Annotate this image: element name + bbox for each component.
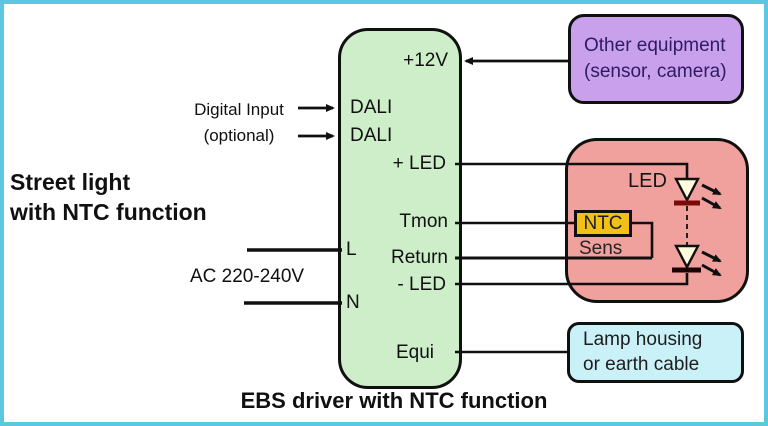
led2-diode-icon [674,244,700,270]
pin-plus12v: +12V [403,50,448,71]
sens-label: Sens [579,238,623,259]
pin-n: N [346,292,360,313]
led1-light-arrow-1 [701,183,722,196]
pin-equi: Equi [395,342,434,363]
minus-led-wire [455,273,689,286]
lamp-housing-line2: or earth cable [583,353,700,375]
pin-plus-led: + LED [392,153,446,174]
plus-led-wire [455,162,689,179]
led2-light-arrow-2 [701,263,722,277]
pin-tmon: Tmon [399,211,448,232]
pin-minus-led: - LED [397,274,446,295]
ebs-driver-box [338,28,462,389]
lamp-housing-line1: Lamp housing [583,328,703,350]
street-light-title: Street light with NTC function [10,169,207,225]
led-label: LED [628,170,667,192]
pin-l: L [346,239,357,260]
ac-voltage-label: AC 220-240V [190,266,305,287]
wiring-layer [244,57,722,354]
digital-input-label: Digital Input (optional) [194,100,284,146]
pin-dali-2: DALI [350,125,393,146]
led2-light-arrow-1 [701,250,722,263]
ntc-sensor-box: NTC [574,210,632,237]
ntc-return-jog-wire [632,221,654,258]
lamp-housing-box: Lamp housing or earth cable [567,322,744,383]
pin-return: Return [390,247,448,268]
driver-caption: EBS driver with NTC function [240,388,548,413]
pin-dali-1: DALI [350,97,393,118]
ntc-label: NTC [583,212,623,234]
other-equipment-line1: Other equipment [584,35,726,57]
other-equipment-line2: (sensor, camera) [584,61,727,82]
led1-light-arrow-2 [701,196,722,210]
led1-diode-icon [674,177,700,203]
other-equipment-box: Other equipment (sensor, camera) [568,14,744,104]
